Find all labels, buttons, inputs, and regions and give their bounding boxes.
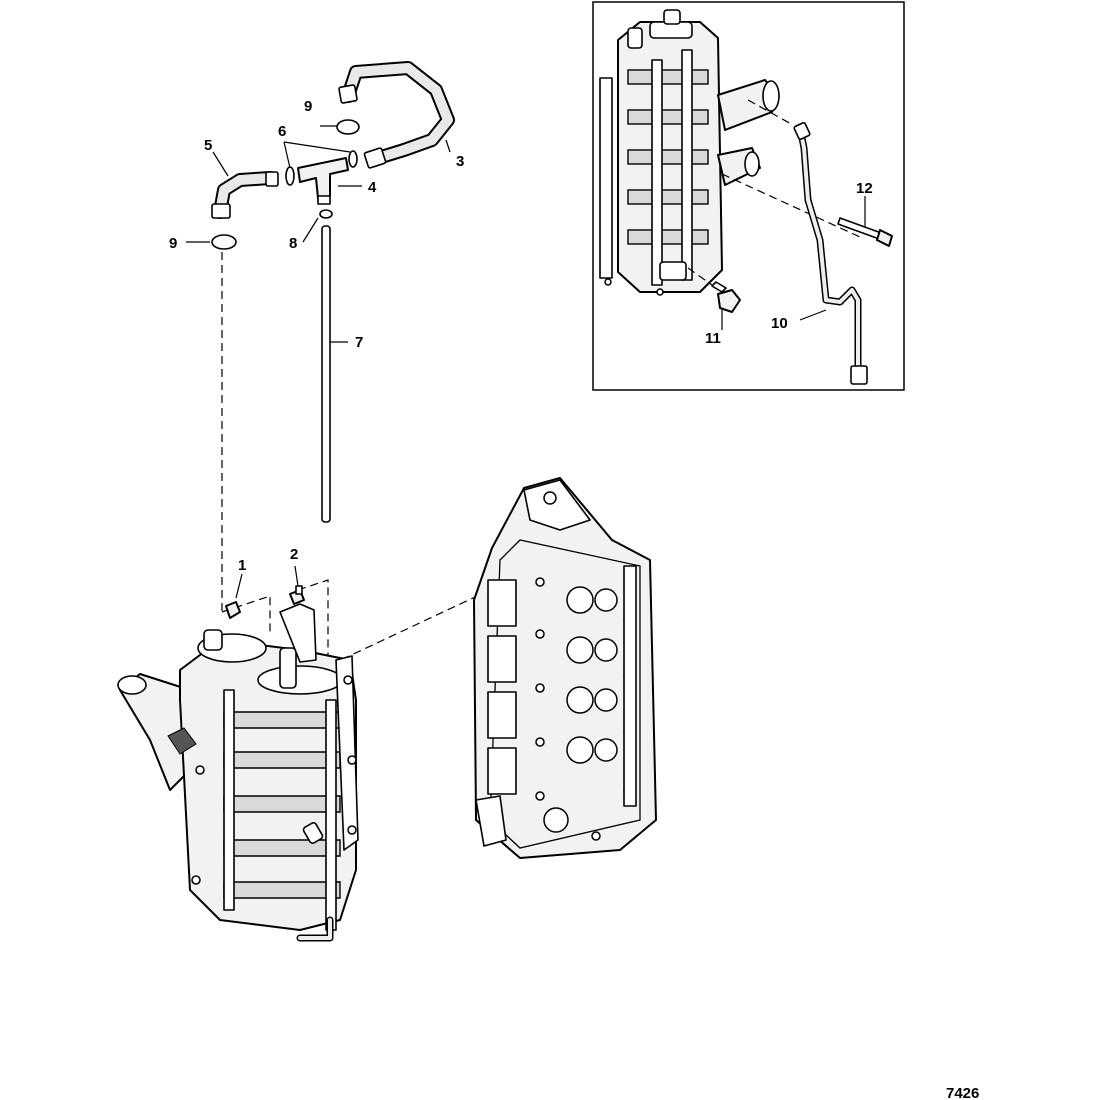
callout-2: 2 [290, 546, 298, 563]
intake-manifold [117, 603, 359, 942]
inset-dash-to-fitting [747, 99, 794, 126]
callout-7: 7 [355, 334, 363, 351]
inset-intake-manifold-detail [599, 9, 780, 296]
part-6-o-rings [285, 150, 358, 186]
callout-9-upper: 9 [304, 98, 312, 115]
callout-1: 1 [238, 557, 246, 574]
part-11-bolt [711, 281, 741, 313]
inset-detail-frame [592, 1, 905, 391]
figure-number: 7426 [946, 1085, 979, 1100]
callout-11: 11 [705, 330, 721, 347]
part-3-hose [338, 61, 455, 169]
part-4-tee-fitting [297, 157, 349, 205]
inset-dash-hose-to-bolt12 [721, 173, 861, 238]
callout-12: 12 [856, 180, 873, 197]
callout-5: 5 [204, 137, 212, 154]
part-2-fitting [289, 585, 305, 605]
callout-6: 6 [278, 123, 286, 140]
part-7-tube [321, 225, 331, 523]
part-1-fitting [225, 601, 241, 619]
callout-3: 3 [456, 153, 464, 170]
cylinder-head [473, 477, 657, 859]
callout-9-lower: 9 [169, 235, 177, 252]
callout-8: 8 [289, 235, 297, 252]
dash-fitting2-bracket [297, 579, 329, 660]
callout-4: 4 [368, 179, 377, 196]
part-12-bolt [837, 217, 893, 247]
part-9-clamp-upper [336, 119, 360, 135]
callout-10: 10 [771, 315, 788, 332]
inset-dash-to-bolt11 [687, 267, 723, 293]
part-5-elbow-hose [211, 171, 279, 219]
part-8-fitting [319, 209, 333, 219]
part-10-hose [793, 121, 868, 385]
part-9-clamp-lower [211, 234, 237, 250]
dash-manifold-to-head [329, 589, 491, 666]
